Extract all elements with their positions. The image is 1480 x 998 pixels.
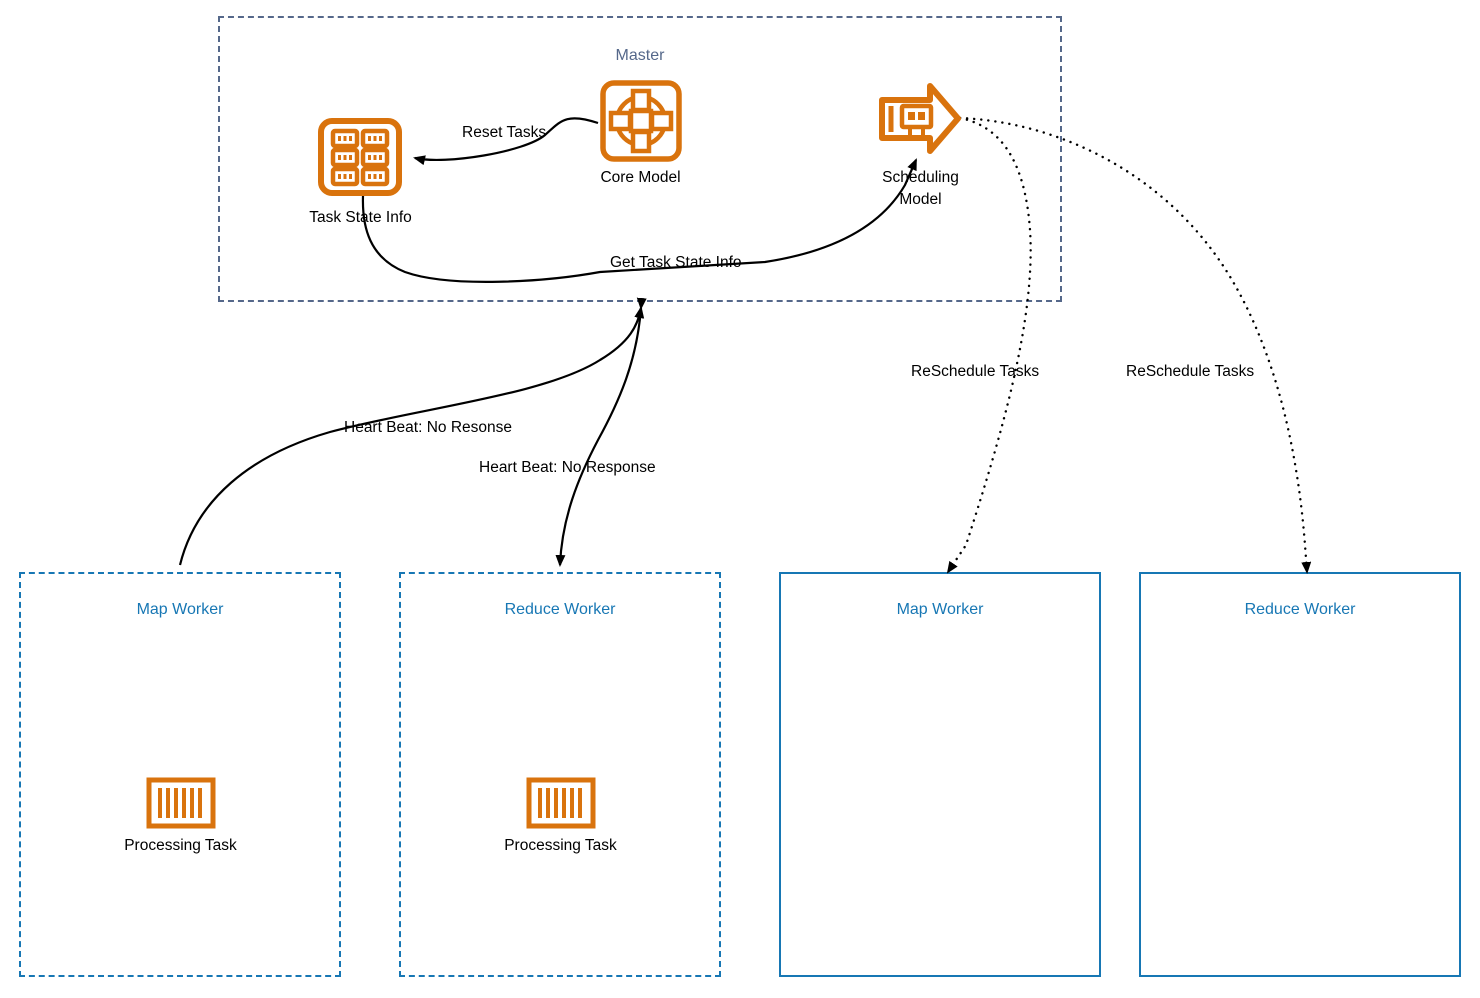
edge-reschedule-reduce xyxy=(958,116,1312,574)
worker-box-reduce-worker-failed[interactable]: Reduce Worker xyxy=(399,572,721,977)
scheduling-arrow-icon[interactable] xyxy=(878,82,962,156)
worker-box-map-worker-new[interactable]: Map Worker xyxy=(779,572,1101,977)
edge-label-reset-tasks: Reset Tasks xyxy=(462,124,547,141)
edge-reschedule-map xyxy=(946,116,1032,574)
edge-label-heartbeat-map: Heart Beat: No Resonse xyxy=(344,419,513,436)
core-model-icon[interactable] xyxy=(600,80,682,162)
scheduling-model-label-line2: Model xyxy=(899,191,942,208)
processing-task-label-reduce: Processing Task xyxy=(504,837,617,854)
edge-label-reschedule-map: ReSchedule Tasks xyxy=(911,363,1040,380)
edge-label-get-task-state-info: Get Task State Info xyxy=(610,254,742,271)
worker-title-map-worker-new: Map Worker xyxy=(896,601,984,618)
edge-get-task-state-info xyxy=(361,158,918,283)
worker-box-reduce-worker-new[interactable]: Reduce Worker xyxy=(1139,572,1461,977)
core-model-label: Core Model xyxy=(600,169,681,186)
master-title: Master xyxy=(615,47,665,64)
worker-title-reduce-worker-new: Reduce Worker xyxy=(1244,601,1356,618)
task-state-info-label: Task State Info xyxy=(309,209,412,226)
worker-title-map-worker-failed: Map Worker xyxy=(136,601,224,618)
scheduling-model-label-line1: Scheduling xyxy=(882,169,959,186)
edge-label-reschedule-reduce: ReSchedule Tasks xyxy=(1126,363,1255,380)
edge-heartbeat-reduce xyxy=(555,297,647,567)
processing-task-icon-map[interactable] xyxy=(146,777,216,829)
processing-task-label-map: Processing Task xyxy=(124,837,237,854)
processing-task-icon-reduce[interactable] xyxy=(526,777,596,829)
edge-label-heartbeat-reduce: Heart Beat: No Response xyxy=(479,459,656,476)
worker-title-reduce-worker-failed: Reduce Worker xyxy=(504,601,616,618)
task-state-grid-icon[interactable] xyxy=(318,118,402,196)
edge-reset-tasks xyxy=(413,117,599,166)
worker-box-map-worker-failed[interactable]: Map Worker xyxy=(19,572,341,977)
